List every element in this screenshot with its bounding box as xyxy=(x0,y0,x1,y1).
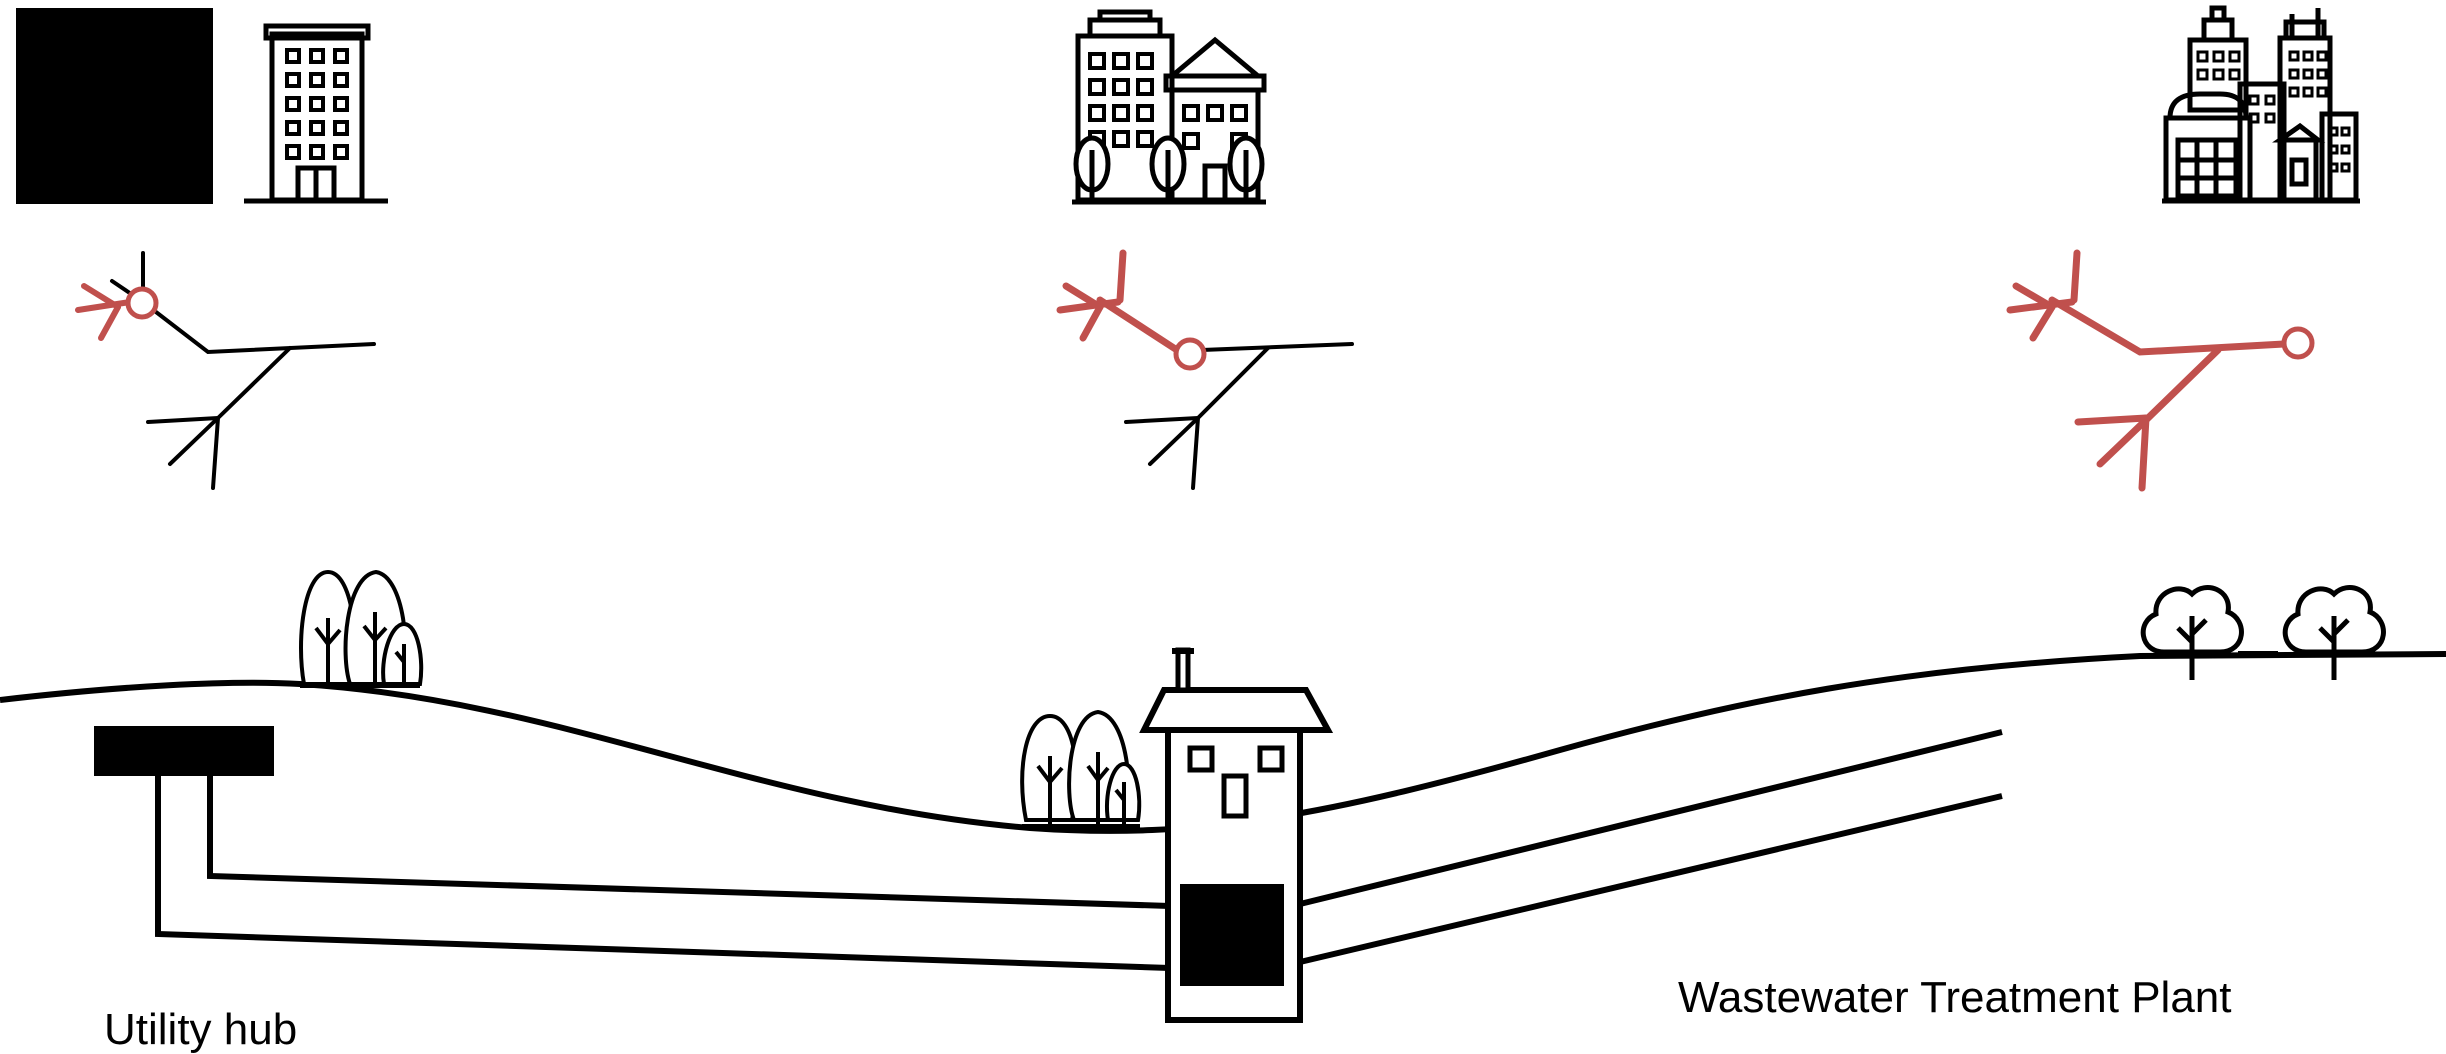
city-buildings-trees-icon xyxy=(1072,9,1267,205)
pump-station-house-icon xyxy=(1139,647,1334,1023)
sewer-system-diagram xyxy=(0,5,2446,1023)
gravity-sewer-pipe xyxy=(155,776,1171,971)
utility-hub-label: Utility hub xyxy=(104,1005,298,1054)
black-square-icon xyxy=(16,8,213,204)
skyline-icon xyxy=(2162,5,2360,204)
office-building-icon xyxy=(244,23,388,204)
sewer-network-stage-2 xyxy=(1056,249,1354,490)
utility-hub-block xyxy=(94,726,274,776)
tree-cluster-icon xyxy=(1020,709,1142,828)
round-tree-icon xyxy=(2140,585,2244,680)
force-main-pipe xyxy=(1299,729,2003,965)
ground-line xyxy=(0,651,2446,834)
round-tree-icon xyxy=(2282,585,2386,680)
wet-well-pump xyxy=(1180,884,1284,986)
sewer-network-stage-1 xyxy=(75,251,376,490)
tree-cluster-icon xyxy=(299,569,424,688)
treatment-plant-label: Wastewater Treatment Plant xyxy=(1678,973,2232,1022)
sewer-network-stage-3 xyxy=(2006,249,2315,492)
